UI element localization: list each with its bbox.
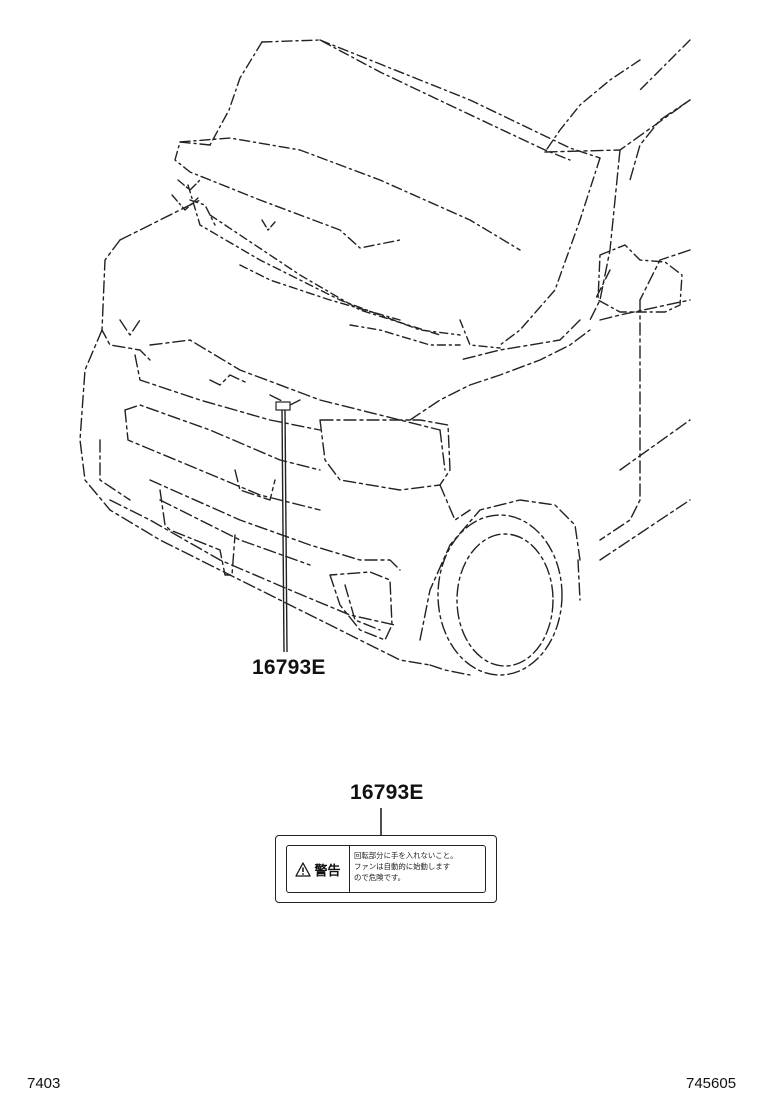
part-number-callout-label: 16793E <box>350 781 424 804</box>
wiper-cowl <box>187 184 501 349</box>
hood-latch <box>171 179 276 231</box>
cab-body <box>459 99 691 561</box>
side-mirror <box>594 244 683 313</box>
warning-line: ファンは自動的に始動します <box>354 862 451 871</box>
warning-label-sticker: 警告 回転部分に手を入れないこと。 ファンは自動的に始動します ので危険です。 <box>275 835 497 903</box>
warning-heading-box: 警告 <box>287 846 350 892</box>
warning-heading: 警告 <box>314 863 341 879</box>
hood-panel <box>174 39 691 346</box>
page-code-left: 7403 <box>27 1075 61 1092</box>
front-fascia <box>79 199 451 666</box>
warning-triangle-icon <box>295 861 312 877</box>
label-location-marker <box>275 401 291 411</box>
leader-line-top <box>281 409 288 653</box>
part-number-callout-top: 16793E <box>252 656 326 679</box>
fender-wheel <box>409 329 591 676</box>
page-code-right: 745605 <box>686 1075 737 1092</box>
warning-line: 回転部分に手を入れないこと。 <box>354 851 458 860</box>
warning-line: ので危険です。 <box>354 873 405 882</box>
warning-body-text: 回転部分に手を入れないこと。 ファンは自動的に始動します ので危険です。 <box>354 850 486 883</box>
warning-label-frame: 警告 回転部分に手を入れないこと。 ファンは自動的に始動します ので危険です。 <box>286 845 486 893</box>
